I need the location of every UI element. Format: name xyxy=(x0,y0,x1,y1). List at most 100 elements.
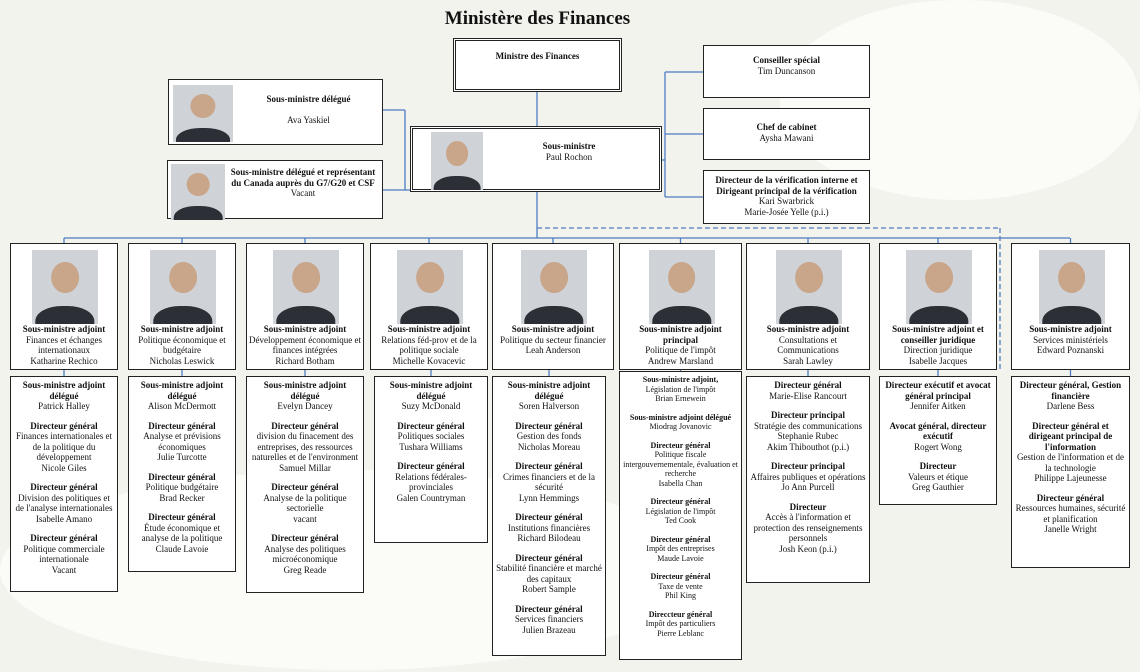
position-entry: Ministre des Finances xyxy=(460,51,615,62)
position-detail: Valeurs et étique xyxy=(908,471,968,482)
position-title: Avocat général, directeur exécutif xyxy=(889,420,987,442)
position-title: Sous-ministre délégué et représentant du… xyxy=(230,167,376,188)
position-detail xyxy=(239,105,378,115)
position-title: Sous-ministre adjoint xyxy=(387,324,471,334)
position-detail: Développement économique et finances int… xyxy=(249,334,361,356)
portrait-body xyxy=(400,305,460,324)
position-title: Sous-ministre adjoint xyxy=(140,324,224,334)
portrait-body xyxy=(524,305,584,324)
incumbent-name: Phil King xyxy=(665,591,696,600)
portrait-photo xyxy=(648,250,715,324)
incumbent-name: Samuel Millar xyxy=(279,462,331,473)
position-title: Directeur général et dirigeant principal… xyxy=(1028,420,1113,452)
incumbent-name: Patrick Halley xyxy=(38,401,90,411)
position-title: Sous-ministre adjoint délégué xyxy=(22,380,106,401)
position-title: Directeur général xyxy=(397,420,465,431)
portrait-photo xyxy=(171,164,225,220)
portrait-body xyxy=(173,206,223,220)
incumbent-name: Soren Halverson xyxy=(518,401,580,411)
position-title: Directeur général xyxy=(774,380,842,390)
position-title: Directeur général xyxy=(148,512,216,522)
incumbent-name: Janelle Wright xyxy=(1044,524,1097,534)
position-detail: Services financiers xyxy=(514,614,584,624)
position-detail: Finances internationales et de la politi… xyxy=(16,431,112,462)
portrait-head xyxy=(667,261,696,293)
portrait-head xyxy=(292,261,320,293)
position-title: Directeur général xyxy=(515,512,583,522)
position-detail: Institutions financières xyxy=(507,522,591,533)
position-title: Sous-ministre adjoint délégué xyxy=(389,380,473,401)
position-detail: Impôt des entreprises xyxy=(646,544,715,553)
audit-box: Directeur de la vérification interne et … xyxy=(703,170,870,224)
position-detail: Crimes financiers et de la sécurité xyxy=(503,471,595,493)
incumbent-name: Vacant xyxy=(51,564,77,575)
position-detail: Stabilité financière et marché des capit… xyxy=(496,563,602,584)
position-detail: Kari Swarbrick xyxy=(758,196,815,206)
incumbent-name: Isabelle Amano xyxy=(35,513,93,524)
position-detail: Relations fédérales-provinciales xyxy=(395,471,467,493)
background-swoosh xyxy=(780,0,1140,200)
incumbent-name: Lynn Hemmings xyxy=(518,492,580,503)
incumbent-name: Leah Anderson xyxy=(525,345,581,355)
incumbent-name: Vacant xyxy=(290,188,316,198)
portrait-head xyxy=(416,261,444,293)
portrait-photo xyxy=(150,250,216,324)
incumbent-name: Greg Gauthier xyxy=(912,482,964,492)
position-detail: Politique budgétaire xyxy=(145,482,219,492)
position-detail: Analyse et prévisions économiques xyxy=(143,431,221,452)
portrait-photo xyxy=(776,250,842,324)
position-title: Conseiller spécial xyxy=(752,55,821,65)
portrait-head xyxy=(190,94,216,119)
portrait-body xyxy=(433,175,481,190)
portrait-head xyxy=(1057,261,1086,293)
incumbent-name: Robert Sample xyxy=(522,584,576,594)
incumbent-name: Richard Botham xyxy=(275,355,335,366)
position-detail: Services ministériels xyxy=(1033,334,1108,345)
position-detail: Politique commerciale internationale xyxy=(23,543,105,565)
incumbent-name: Julien Brazeau xyxy=(522,624,576,635)
incumbent-name: Rogert Wong xyxy=(914,441,962,452)
portrait-photo xyxy=(273,250,339,324)
position-title: Directeur général xyxy=(148,471,216,482)
position-title: Directeur général, Gestion financière xyxy=(1019,380,1122,401)
position-entry: Sous-ministre adjoint,Législation de l'i… xyxy=(622,375,739,404)
position-detail: Politique fiscale intergouvernementale, … xyxy=(623,450,738,478)
portrait-head xyxy=(446,141,468,166)
position-title: Directeur général xyxy=(30,420,98,431)
position-title: Directeur xyxy=(789,501,827,512)
position-detail: Législation de l'impôt xyxy=(645,384,716,394)
portrait-photo xyxy=(397,250,463,324)
position-entry: Sous-ministre adjoint et conseiller juri… xyxy=(882,324,994,366)
portrait-head xyxy=(795,261,823,293)
position-detail: Accès à l'information et protection des … xyxy=(753,512,863,543)
position-detail: division du finacement des entreprises, … xyxy=(251,431,359,462)
